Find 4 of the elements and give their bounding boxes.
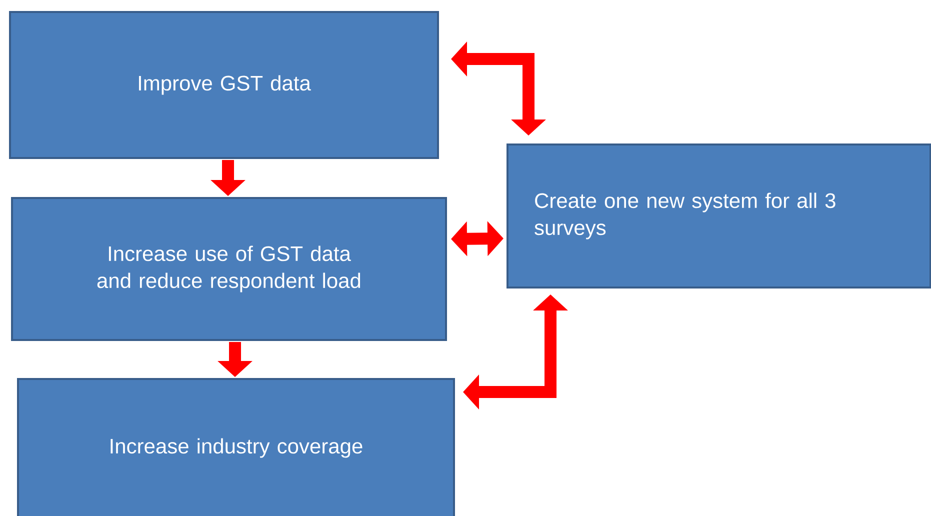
process-box: Improve GST data <box>9 11 439 159</box>
process-box: Create one new system for all 3 surveys <box>506 144 931 288</box>
process-box: Increase use of GST data and reduce respondent load <box>11 197 447 341</box>
process-box: Increase industry coverage <box>17 378 455 516</box>
